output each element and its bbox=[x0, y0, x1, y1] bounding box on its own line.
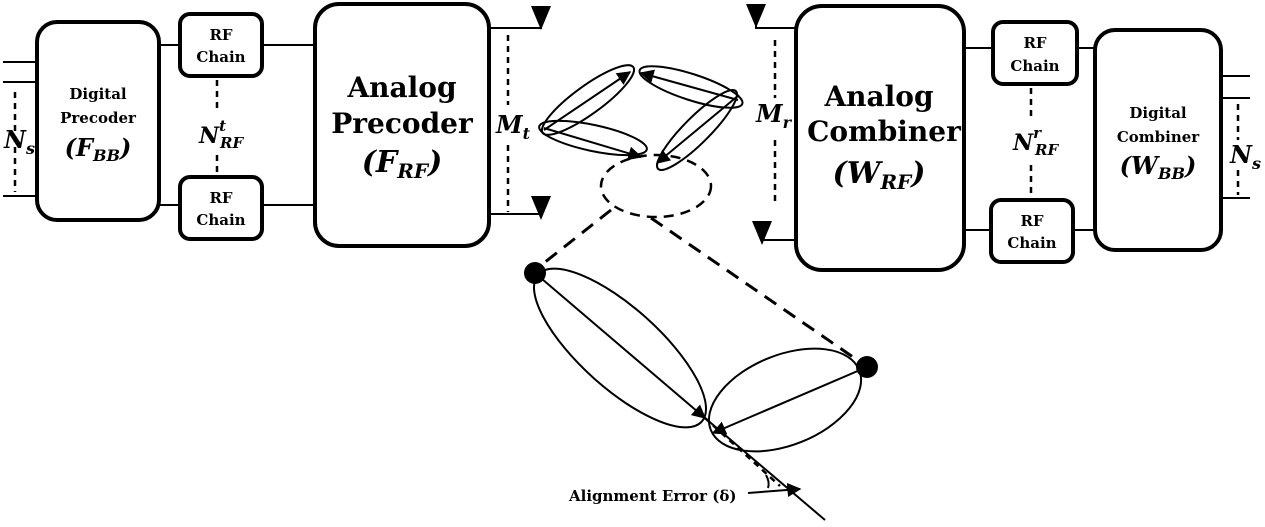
digital-combiner-label-2: Combiner bbox=[1117, 128, 1200, 146]
zoom-region-circle bbox=[599, 153, 713, 219]
rx-rf-chain-bottom-label-2: Chain bbox=[1007, 234, 1056, 252]
digital-combiner-block bbox=[1093, 28, 1223, 252]
zoom-rx-beam-direction bbox=[711, 366, 868, 435]
beam-patterns bbox=[538, 64, 744, 219]
rx-antenna-top-feed bbox=[755, 12, 796, 29]
tx-antenna-count-label: Mt bbox=[495, 110, 531, 143]
rx-rf-chain-bottom-label-1: RF bbox=[1020, 212, 1043, 230]
zoom-tx-beam bbox=[532, 267, 708, 429]
zoom-guide-left bbox=[534, 208, 612, 272]
analog-combiner-label-2: Combiner bbox=[807, 115, 962, 148]
tx-rf-chain-top-label-2: Chain bbox=[196, 48, 245, 66]
rx-antenna-top-icon bbox=[746, 4, 766, 28]
tx-rf-chain-bottom-label-1: RF bbox=[209, 189, 232, 207]
rx-beam-extension-dashed bbox=[704, 417, 781, 487]
alignment-error-label: Alignment Error (δ) bbox=[568, 487, 736, 505]
tx-antenna-top-icon bbox=[531, 6, 551, 30]
digital-precoder-symbol: (FBB) bbox=[65, 133, 132, 165]
digital-combiner-label-1: Digital bbox=[1129, 104, 1187, 122]
rx-beam-lower-arrow bbox=[655, 94, 740, 164]
rx-beam-lower bbox=[656, 89, 738, 171]
rx-rf-chain-top-label-1: RF bbox=[1023, 34, 1046, 52]
tx-rf-chain-bottom bbox=[178, 175, 264, 241]
tx-beam-lower-arrow bbox=[543, 127, 643, 161]
rx-rf-chain-bottom bbox=[989, 198, 1075, 264]
tx-rf-chain-bottom-label-2: Chain bbox=[196, 211, 245, 229]
tx-rf-chain-top bbox=[178, 12, 264, 78]
analog-combiner-label-1: Analog bbox=[823, 80, 933, 113]
rx-antenna-bottom-icon bbox=[752, 221, 772, 245]
alignment-error-detail: Alignment Error (δ) bbox=[524, 208, 878, 521]
digital-precoder-label-1: Digital bbox=[69, 85, 127, 103]
rx-rf-chain-top bbox=[991, 20, 1079, 86]
receiver-section: Mr Analog Combiner (WRF) RF Chain RF Cha… bbox=[746, 4, 1261, 272]
rx-beam-upper bbox=[638, 65, 744, 109]
digital-precoder-label-2: Precoder bbox=[60, 109, 137, 127]
zoom-tx-beam-direction bbox=[534, 272, 707, 419]
rx-rf-chain-top-label-2: Chain bbox=[1010, 57, 1059, 75]
rx-beam-upper-arrow bbox=[639, 69, 739, 101]
zoom-guide-right bbox=[650, 216, 867, 368]
analog-combiner-symbol: (WRF) bbox=[833, 156, 926, 194]
analog-precoder-label-1: Analog bbox=[346, 71, 456, 104]
transmitter-section: Ns Digital Precoder (FBB) RF Chain RF Ch… bbox=[3, 2, 551, 248]
tx-rf-chain-top-label-1: RF bbox=[209, 26, 232, 44]
rx-streams-label: Ns bbox=[1229, 140, 1261, 173]
zoom-rx-beam bbox=[707, 347, 863, 453]
analog-combiner-block bbox=[794, 4, 966, 272]
analog-precoder-label-2: Precoder bbox=[331, 107, 474, 140]
alignment-error-angle-arc bbox=[765, 474, 770, 489]
tx-antenna-bottom-icon bbox=[531, 196, 551, 220]
tx-antenna-top-feed bbox=[489, 12, 542, 29]
tx-antenna-bottom-feed bbox=[489, 202, 542, 215]
alignment-error-pointer bbox=[747, 482, 802, 497]
tx-streams-label: Ns bbox=[3, 125, 35, 158]
rx-antenna-count-label: Mr bbox=[755, 99, 793, 132]
digital-precoder-block bbox=[35, 20, 161, 222]
tx-beam-lower bbox=[538, 119, 648, 157]
analog-precoder-block bbox=[313, 2, 491, 248]
